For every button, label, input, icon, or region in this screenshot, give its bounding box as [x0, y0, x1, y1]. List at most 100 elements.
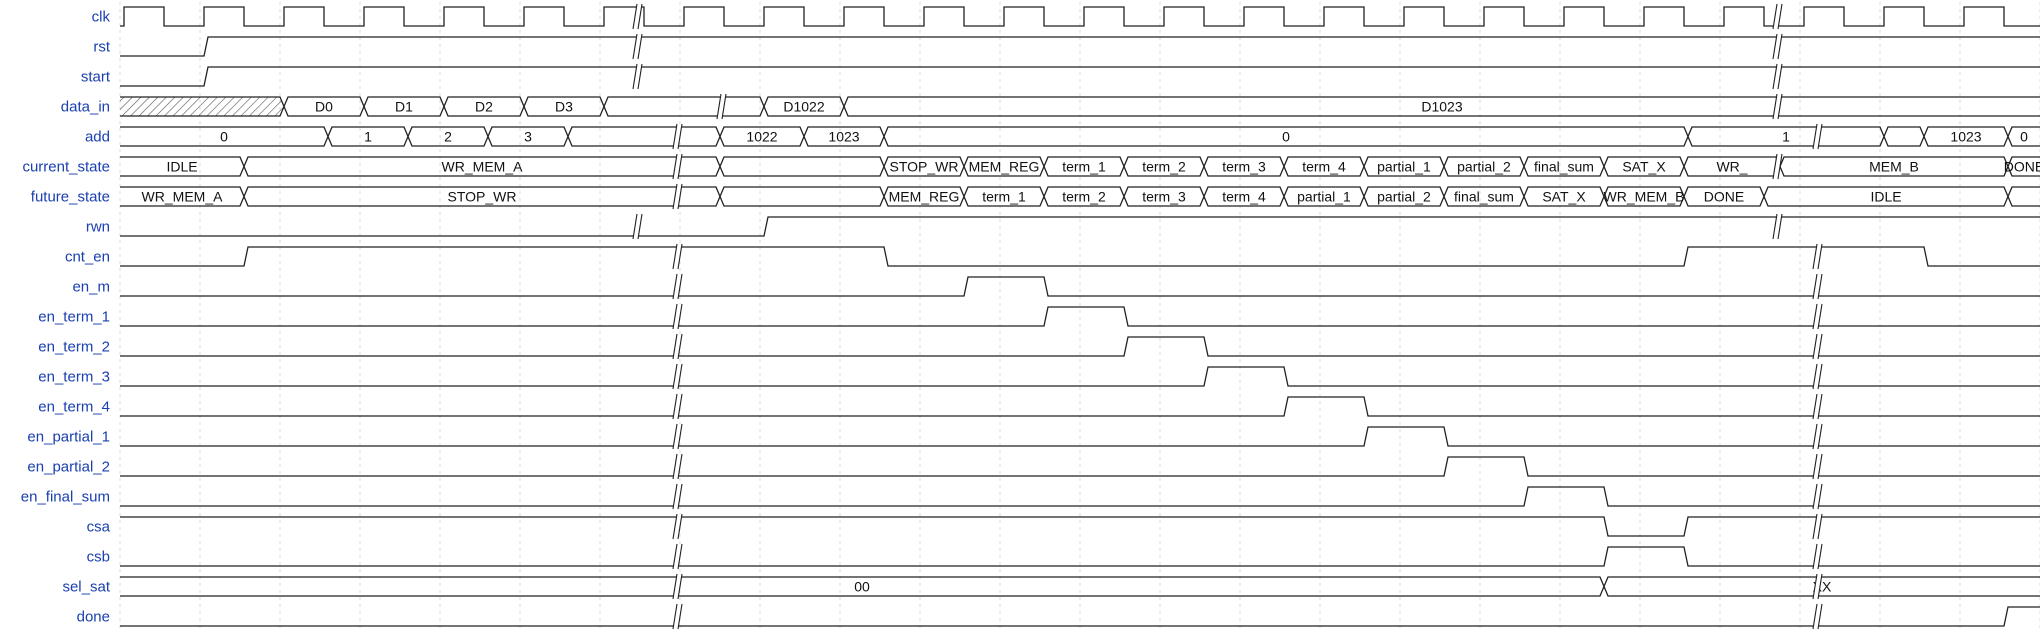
bus-value-label: D1023 [1421, 99, 1462, 115]
bus-value-label: MEM_REG [889, 189, 960, 205]
time-break-marker [672, 393, 683, 420]
bus-value-label: MEM_B [1869, 159, 1919, 175]
bus-segment: WR_MEM_A [120, 186, 245, 207]
bus-value-label: term_3 [1142, 189, 1186, 205]
time-break-marker [1772, 153, 1783, 180]
signal-label: future_state [31, 189, 110, 206]
bit-wave [120, 456, 2040, 477]
signal-row-en-term-3 [120, 363, 2040, 390]
bit-wave [120, 516, 2040, 537]
signal-label: en_partial_2 [27, 459, 110, 476]
bit-wave [120, 366, 2040, 387]
bus-segment: 1023 [803, 126, 885, 147]
bus-segment: MEM_B [1779, 156, 2009, 177]
bus-segment [1883, 126, 1925, 147]
time-break-marker [672, 603, 683, 630]
signal-label: en_final_sum [21, 489, 110, 506]
bus-segment: STOP_WR [883, 156, 965, 177]
bus-value-label: IDLE [166, 159, 197, 175]
bus-value-label: term_2 [1142, 159, 1186, 175]
bus-segment: D1 [363, 96, 445, 117]
bus-value-label: DONE [2004, 159, 2040, 175]
bus-segment: 0 [883, 126, 1689, 147]
bus-segment: MEM_REG [883, 186, 965, 207]
bus-value-label: 1022 [746, 129, 777, 145]
bus-value-label: partial_1 [1377, 159, 1431, 175]
bit-wave [120, 426, 2040, 447]
signal-label: en_term_4 [38, 399, 110, 416]
bus-segment: D1023 [843, 96, 2040, 117]
bit-wave [120, 606, 2040, 627]
time-break-marker [1772, 63, 1783, 90]
time-break-marker [672, 303, 683, 330]
bus-segment: term_1 [963, 186, 1045, 207]
time-break-marker [672, 573, 683, 600]
time-break-marker [672, 123, 683, 150]
bus-segment: 0 [2007, 126, 2040, 147]
bus-segment [120, 96, 285, 117]
clock-wave [120, 6, 2040, 27]
bus-segment: D2 [443, 96, 525, 117]
bus-segment: STOP_WR [243, 186, 721, 207]
bus-segment: term_1 [1043, 156, 1125, 177]
bus-segment: 1 [327, 126, 409, 147]
bus-segment: partial_1 [1283, 186, 1365, 207]
bus-segment: 1023 [1923, 126, 2009, 147]
signal-label: rwn [86, 219, 110, 236]
bus-segment: final_sum [1523, 156, 1605, 177]
signal-row-en-final-sum [120, 483, 2040, 510]
bit-wave [120, 36, 2040, 57]
signal-label: cnt_en [65, 249, 110, 266]
signal-label: done [77, 609, 110, 626]
bus-value-label: term_4 [1222, 189, 1266, 205]
bus-segment: SAT_X [1603, 156, 1685, 177]
signal-row-data-in: D0 D1 D2 D3 D1022 D1023 [120, 93, 2040, 120]
bus-value-label: 0 [2020, 129, 2028, 145]
time-break-marker [672, 543, 683, 570]
time-break-marker [672, 183, 683, 210]
bus-segment: term_2 [1123, 156, 1205, 177]
bus-segment: 2 [407, 126, 489, 147]
bus-value-label: IDLE [1870, 189, 1901, 205]
bus-segment: WR_ [1683, 156, 1781, 177]
time-break-marker [1772, 3, 1783, 30]
bus-value-label: D1022 [783, 99, 824, 115]
time-break-marker [1812, 243, 1823, 270]
time-break-marker [672, 363, 683, 390]
signal-row-en-m [120, 273, 2040, 300]
bus-segment [719, 156, 885, 177]
bus-value-label: term_3 [1222, 159, 1266, 175]
bus-segment: 3 [487, 126, 569, 147]
signal-row-en-term-1 [120, 303, 2040, 330]
bus-value-label: D3 [555, 99, 573, 115]
time-break-marker [1812, 333, 1823, 360]
bus-segment [2007, 186, 2040, 207]
bus-segment [603, 96, 765, 117]
bus-value-label: D0 [315, 99, 333, 115]
time-break-marker [632, 213, 643, 240]
signal-label: en_term_1 [38, 309, 110, 326]
signal-row-clk [120, 3, 2040, 30]
bus-value-label: 1023 [1950, 129, 1981, 145]
signal-label: data_in [61, 99, 110, 116]
bus-segment [567, 126, 721, 147]
bus-segment: SAT_X [1523, 186, 1605, 207]
bus-segment: WR_MEM_A [243, 156, 721, 177]
bus-value-label: 1023 [828, 129, 859, 145]
bus-value-label: 1 [364, 129, 372, 145]
time-break-marker [632, 63, 643, 90]
bus-segment: D1022 [763, 96, 845, 117]
signal-row-cnt-en [120, 243, 2040, 270]
time-break-marker [716, 93, 727, 120]
bus-value-label: partial_2 [1457, 159, 1511, 175]
bus-value-label: MEM_REG [969, 159, 1040, 175]
bus-value-label: 3 [524, 129, 532, 145]
bus-segment [719, 186, 885, 207]
bus-value-label: D2 [475, 99, 493, 115]
bus-segment: DONE [1683, 186, 1765, 207]
bus-value-label: term_1 [982, 189, 1026, 205]
